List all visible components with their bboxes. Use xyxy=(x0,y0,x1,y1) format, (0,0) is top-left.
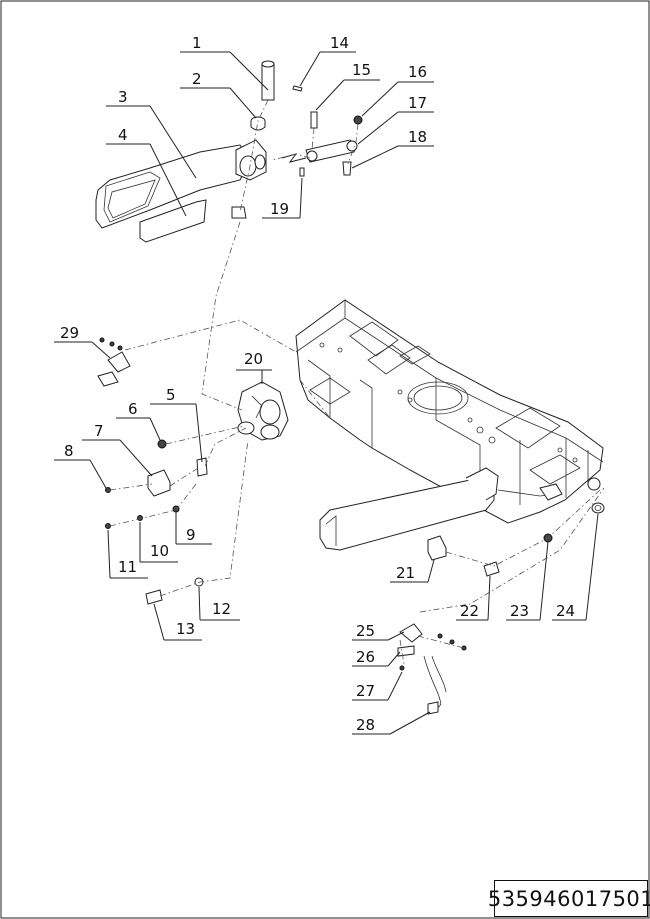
svg-text:28: 28 xyxy=(356,716,375,734)
svg-text:9: 9 xyxy=(186,526,196,544)
svg-text:19: 19 xyxy=(270,200,289,218)
callout-29: 29 xyxy=(54,324,111,359)
callout-3: 3 xyxy=(106,88,197,179)
callout-16: 16 xyxy=(361,63,434,117)
svg-text:15: 15 xyxy=(352,61,371,79)
svg-text:24: 24 xyxy=(556,602,575,620)
svg-text:13: 13 xyxy=(176,620,195,638)
callout-23: 23 xyxy=(506,541,549,621)
upper-pedal-assembly xyxy=(95,60,363,243)
callout-14: 14 xyxy=(299,34,356,87)
callout-28: 28 xyxy=(352,711,431,735)
callout-6: 6 xyxy=(116,400,161,441)
lower-pedal-assembly xyxy=(319,467,605,715)
callout-11: 11 xyxy=(107,529,148,579)
svg-text:26: 26 xyxy=(356,648,375,666)
callout-22: 22 xyxy=(456,575,491,621)
callout-8: 8 xyxy=(54,442,107,489)
svg-text:29: 29 xyxy=(60,324,79,342)
svg-text:6: 6 xyxy=(128,400,138,418)
centerlines xyxy=(109,99,605,665)
svg-text:22: 22 xyxy=(460,602,479,620)
callout-labels: 1 2 3 4 5 6 7 8 9 10 11 12 13 14 15 16 1… xyxy=(54,34,599,735)
callout-18: 18 xyxy=(351,128,434,169)
callout-21: 21 xyxy=(390,559,435,583)
svg-text:12: 12 xyxy=(212,600,231,618)
callout-19: 19 xyxy=(262,177,303,219)
callout-9: 9 xyxy=(175,512,212,545)
frame-chassis xyxy=(295,299,604,524)
callout-13: 13 xyxy=(153,603,202,641)
callout-20: 20 xyxy=(236,350,272,384)
svg-text:14: 14 xyxy=(330,34,349,52)
svg-text:21: 21 xyxy=(396,564,415,582)
callout-2: 2 xyxy=(180,70,257,119)
svg-text:3: 3 xyxy=(118,88,128,106)
svg-text:5: 5 xyxy=(166,386,176,404)
svg-text:25: 25 xyxy=(356,622,375,640)
callout-12: 12 xyxy=(198,586,240,621)
callout-4: 4 xyxy=(106,126,187,217)
callout-17: 17 xyxy=(357,94,434,145)
svg-text:10: 10 xyxy=(150,542,169,560)
callout-27: 27 xyxy=(352,671,403,701)
svg-text:1: 1 xyxy=(192,34,202,52)
callout-26: 26 xyxy=(352,648,401,667)
svg-text:8: 8 xyxy=(64,442,74,460)
pivot-bracket-assembly xyxy=(97,337,289,605)
callout-24: 24 xyxy=(552,513,599,621)
svg-text:20: 20 xyxy=(244,350,263,368)
svg-text:23: 23 xyxy=(510,602,529,620)
svg-text:18: 18 xyxy=(408,128,427,146)
svg-text:11: 11 xyxy=(118,558,137,576)
callout-15: 15 xyxy=(315,61,380,111)
callout-1: 1 xyxy=(180,34,269,91)
document-number: 535946017501 xyxy=(488,880,650,917)
svg-text:27: 27 xyxy=(356,682,375,700)
svg-text:4: 4 xyxy=(118,126,128,144)
svg-text:17: 17 xyxy=(408,94,427,112)
svg-text:7: 7 xyxy=(94,422,104,440)
svg-text:2: 2 xyxy=(192,70,202,88)
callout-10: 10 xyxy=(139,522,178,563)
svg-text:16: 16 xyxy=(408,63,427,81)
callout-7: 7 xyxy=(82,422,153,477)
callout-5: 5 xyxy=(150,386,203,463)
callout-25: 25 xyxy=(352,622,405,641)
